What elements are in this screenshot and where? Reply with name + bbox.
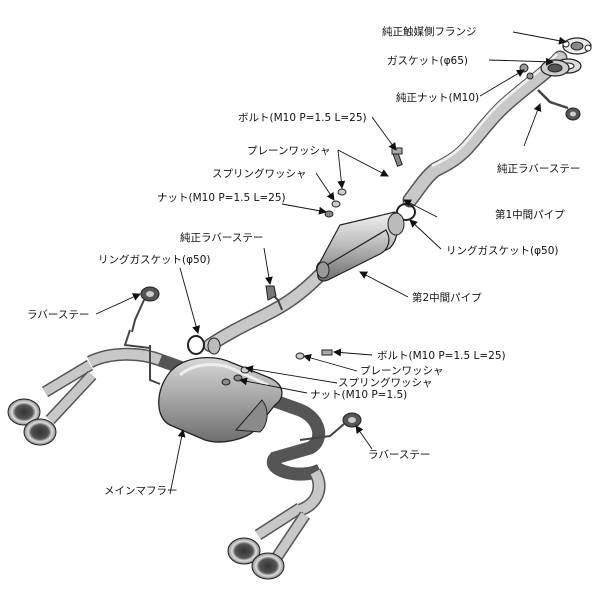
- pipe-flange-top: [540, 59, 570, 77]
- washers-top: [324, 188, 347, 218]
- label-plain-washer-top: プレーンワッシャ: [247, 145, 330, 157]
- label-spring-washer-top: スプリングワッシャ: [212, 167, 307, 180]
- label-bolt-bottom: ボルト(M10 P=1.5 L=25): [377, 350, 506, 362]
- right-tail-tips: [227, 502, 310, 580]
- first-mid-pipe: [402, 50, 568, 208]
- label-gasket-65: ガスケット(φ65): [387, 55, 468, 67]
- label-oem-rubber-stay-top: 純正ラバーステー: [497, 162, 580, 175]
- label-bolt-top: ボルト(M10 P=1.5 L=25): [238, 112, 367, 124]
- leader-lines: [95, 31, 567, 495]
- label-main-muffler: メインマフラー: [104, 485, 178, 497]
- label-flange: 純正触媒側フランジ: [382, 25, 477, 38]
- label-rubber-stay-left: ラバーステー: [27, 309, 89, 321]
- label-mid-pipe-2: 第2中間パイプ: [412, 291, 482, 304]
- label-rubber-stay-right: ラバーステー: [368, 449, 430, 461]
- label-spring-washer-bottom: スプリングワッシャ: [338, 376, 433, 389]
- oem-rubber-stay-top: [537, 89, 581, 121]
- ring-gasket-50-left: [187, 335, 221, 355]
- main-muffler: [87, 329, 326, 517]
- label-nut-top: ナット(M10 P=1.5 L=25): [157, 192, 286, 204]
- left-tail-tips: [7, 359, 97, 446]
- label-oem-rubber-stay-mid: 純正ラバーステー: [180, 231, 263, 244]
- label-plain-washer-bottom: プレーンワッシャ: [360, 365, 443, 377]
- oem-catalyst-flange: [562, 37, 592, 55]
- label-ring-gasket-left: リングガスケット(φ50): [98, 253, 210, 266]
- bolt-top: [391, 147, 403, 167]
- rubber-stay-left: [131, 286, 160, 333]
- label-oem-nut: 純正ナット(M10): [396, 91, 479, 104]
- label-mid-pipe-1: 第1中間パイプ: [495, 208, 565, 221]
- rubber-stay-right: [299, 412, 362, 441]
- second-mid-pipe: [203, 211, 405, 352]
- label-ring-gasket-right: リングガスケット(φ50): [446, 244, 558, 257]
- label-nut-bottom: ナット(M10 P=1.5): [310, 389, 407, 401]
